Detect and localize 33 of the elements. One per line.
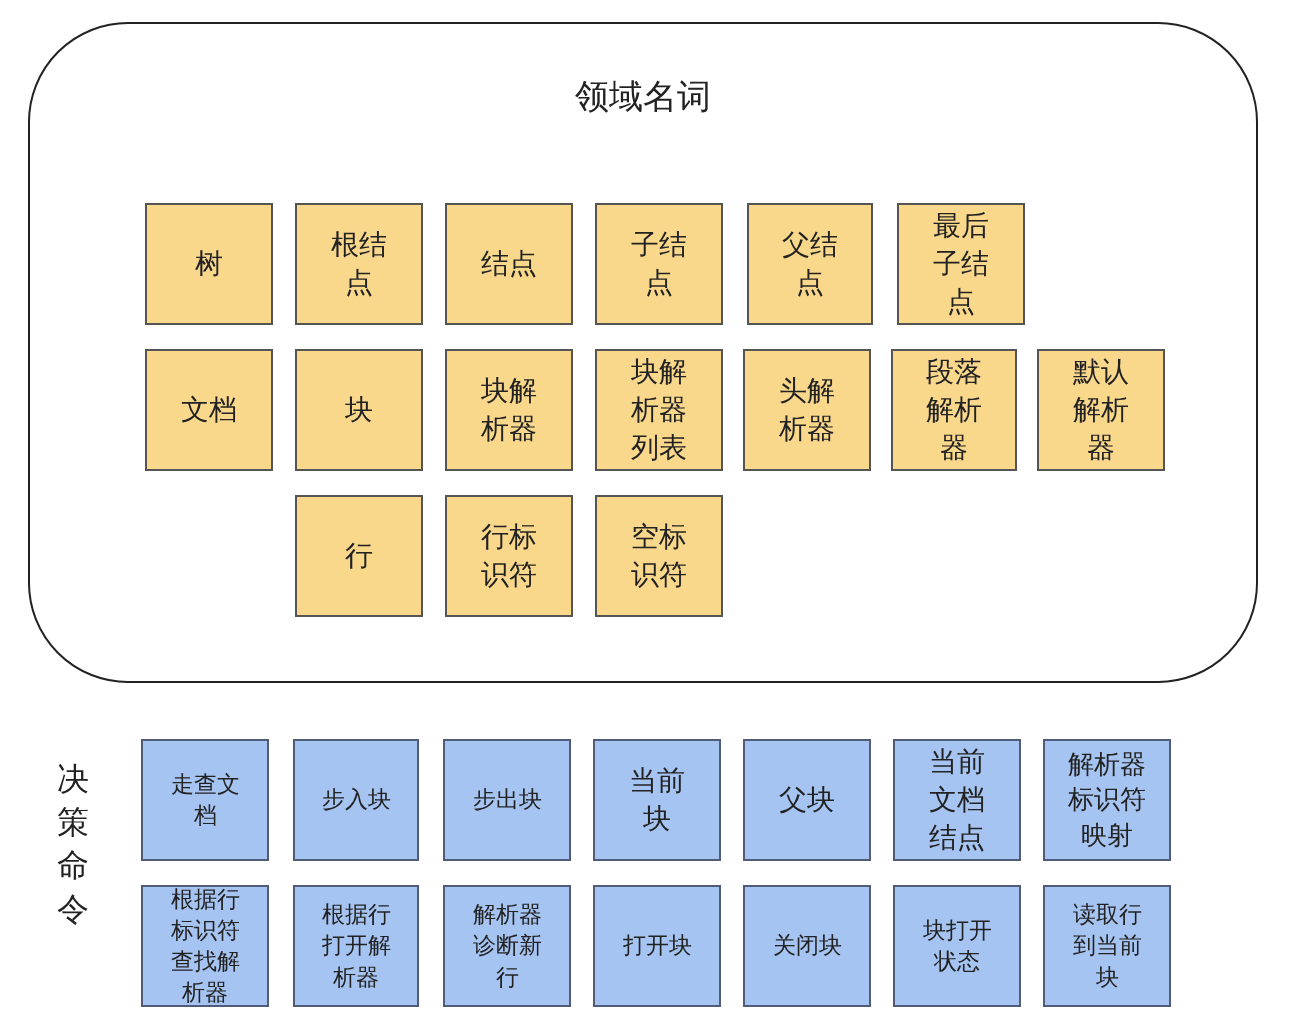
command-box: 读取行到当前块 xyxy=(1043,885,1171,1007)
term-box: 默认解析器 xyxy=(1037,349,1165,471)
command-box: 当前块 xyxy=(593,739,721,861)
term-box: 父结点 xyxy=(747,203,873,325)
term-box: 行标识符 xyxy=(445,495,573,617)
command-box: 步入块 xyxy=(293,739,419,861)
command-box: 关闭块 xyxy=(743,885,871,1007)
term-box: 块解析器 xyxy=(445,349,573,471)
command-box: 走查文档 xyxy=(141,739,269,861)
group-box xyxy=(28,22,1258,683)
heading: 领域名词 xyxy=(574,75,712,118)
term-box: 子结点 xyxy=(595,203,723,325)
term-box: 头解析器 xyxy=(743,349,871,471)
command-box: 解析器标识符映射 xyxy=(1043,739,1171,861)
command-box: 当前文档结点 xyxy=(893,739,1021,861)
command-box: 步出块 xyxy=(443,739,571,861)
command-box: 根据行标识符查找解析器 xyxy=(141,885,269,1007)
command-box: 解析器诊断新行 xyxy=(443,885,571,1007)
term-box: 根结点 xyxy=(295,203,423,325)
term-box: 段落解析器 xyxy=(891,349,1017,471)
term-box: 空标识符 xyxy=(595,495,723,617)
side-label: 决策命令 xyxy=(56,759,90,930)
term-box: 文档 xyxy=(145,349,273,471)
term-box: 行 xyxy=(295,495,423,617)
term-box: 最后子结点 xyxy=(897,203,1025,325)
command-box: 根据行打开解析器 xyxy=(293,885,419,1007)
term-box: 结点 xyxy=(445,203,573,325)
command-box: 打开块 xyxy=(593,885,721,1007)
term-box: 树 xyxy=(145,203,273,325)
term-box: 块 xyxy=(295,349,423,471)
command-box: 父块 xyxy=(743,739,871,861)
command-box: 块打开状态 xyxy=(893,885,1021,1007)
term-box: 块解析器列表 xyxy=(595,349,723,471)
